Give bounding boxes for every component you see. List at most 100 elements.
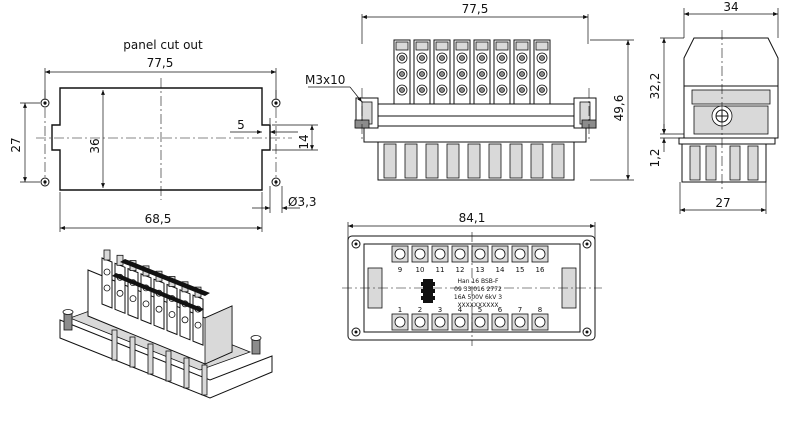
panel-cutout-height-dimension: 36 [88,138,102,153]
terminal-slot [411,245,429,263]
terminal-column [179,281,191,341]
mounting-screw [62,309,74,331]
terminal-number: 14 [496,266,505,274]
mounting-hole [40,98,50,108]
contact-pin [509,143,523,179]
side-view: 34 32,2 1,2 27 [648,0,779,214]
terminal-slot [491,245,509,263]
front-height-dimension: 49,6 [612,95,626,122]
terminal-number: 12 [456,266,465,274]
notch-depth-dimension: 5 [237,118,245,132]
terminal-number: 10 [416,266,425,274]
mounting-hole [40,177,50,187]
terminal-number: 4 [458,306,463,314]
contact-pin [467,143,481,179]
label-line: 16A 500V 6kV 3 [454,294,502,301]
terminal-column [513,39,531,105]
terminal-column [166,276,178,336]
terminal-number: 2 [418,306,422,314]
label-line: 09 33 016 2772 [454,286,502,293]
front-view: 77,5 M3x10 49,6 [305,2,634,181]
contact-pin [111,329,118,361]
terminal-number: 5 [478,306,482,314]
terminal-slot [451,245,469,263]
terminal-column [114,254,126,315]
isometric-view [59,249,273,399]
terminal-slot [391,245,409,263]
terminal-column [493,39,511,105]
panel-width-dimension: 77,5 [147,56,174,70]
terminal-column [393,39,411,105]
terminal-number: 11 [436,266,445,274]
contact-pin [129,336,136,368]
screw-size-label: M3x10 [305,73,345,87]
terminal-slot [451,313,469,331]
terminal-slot [431,313,449,331]
terminal-slot [531,245,549,263]
mounting-hole [271,177,281,187]
terminal-column [192,286,204,346]
terminal-number: 15 [516,266,525,274]
terminal-slot [491,313,509,331]
terminal-column [533,39,551,105]
mounting-screw [581,88,597,142]
terminal-slot [471,313,489,331]
flange-hole [582,239,592,249]
contact-pin [551,143,565,179]
terminal-column [153,270,165,330]
panel-cutout-view: panel cut out 77,5 68,5 27 36 [9,38,318,232]
terminal-slot [471,245,489,263]
side-height-dimension: 32,2 [648,73,662,100]
terminal-column [413,39,431,105]
terminal-number: 9 [398,266,402,274]
hole-spacing-dimension: 27 [9,137,23,152]
panel-cutout-width-dimension: 68,5 [145,212,172,226]
side-bottom-width-dimension: 27 [715,196,730,210]
contact-pin [488,143,502,179]
mounting-screw [250,335,262,355]
notch-height-dimension: 14 [297,134,311,149]
terminal-number: 8 [538,306,542,314]
manufacturer-logo-icon [421,279,435,303]
terminal-column [101,249,113,309]
terminal-column [433,39,451,105]
contact-pin [404,143,418,179]
terminal-slot [531,313,549,331]
terminal-number: 6 [498,306,503,314]
flange-hole [582,327,592,337]
side-top-width-dimension: 34 [723,0,738,14]
terminal-column [473,39,491,105]
terminal-slot [411,313,429,331]
terminal-number: 13 [476,266,485,274]
contact-pin [165,350,172,382]
top-width-dimension: 84,1 [459,211,486,225]
flange-hole [351,327,361,337]
mounting-hole [271,98,281,108]
terminal-number: 1 [398,306,402,314]
contact-pin [530,143,544,179]
terminal-column [140,265,152,325]
contact-pin [147,343,154,375]
terminal-block [393,39,551,105]
contact-pin [201,364,208,396]
terminal-slot [431,245,449,263]
mounting-screw [354,88,370,142]
contact-pin [183,357,190,389]
contact-pin [425,143,439,179]
terminal-slot [511,245,529,263]
terminal-slot [511,313,529,331]
panel-cutout-title: panel cut out [123,38,203,52]
contact-pin [446,143,460,179]
terminal-column [453,39,471,105]
label-line: XXXXXXXXXX [457,302,498,309]
panel-cutout-outline [51,87,271,191]
side-step-dimension: 1,2 [648,148,662,167]
flange-hole [351,239,361,249]
label-line: Han 16 BSB-F [458,278,500,285]
terminal-number: 16 [536,266,545,274]
hole-diameter-dimension: Ø3,3 [288,195,317,209]
front-width-dimension: 77,5 [462,2,489,16]
contact-pin [383,143,397,179]
